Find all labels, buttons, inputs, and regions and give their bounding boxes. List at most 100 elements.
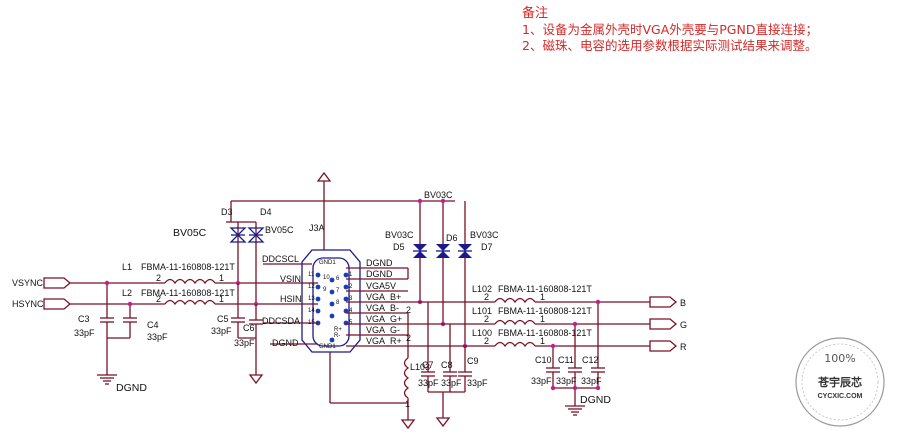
- ref-c8: C8: [441, 360, 453, 370]
- port-hsync: [43, 298, 72, 310]
- l1-pin2: 2: [156, 273, 161, 283]
- port-b: [649, 296, 678, 308]
- svg-text:11: 11: [308, 272, 315, 278]
- net-vga5v: VGA5V: [366, 281, 396, 291]
- pin-2-right-b: 2: [406, 333, 411, 343]
- label-r: R: [680, 342, 687, 352]
- ref-c9: C9: [467, 356, 479, 366]
- svg-text:2: 2: [484, 292, 489, 302]
- ref-d6: D6: [446, 233, 458, 243]
- part-l100: FBMA-11-160808-121T: [498, 328, 592, 338]
- ref-j3a: J3A: [309, 223, 325, 233]
- svg-text:CYCXIC.COM: CYCXIC.COM: [818, 393, 863, 400]
- svg-text:苍宇辰芯: 苍宇辰芯: [817, 375, 862, 389]
- net-vga-g-minus: VGA_G-: [366, 325, 400, 335]
- ref-l1: L1: [122, 262, 132, 272]
- val-c7: 33pF: [418, 378, 439, 388]
- svg-text:7: 7: [336, 288, 340, 294]
- ref-d5: D5: [393, 242, 405, 252]
- net-vsin: VSIN: [280, 274, 301, 284]
- svg-text:1: 1: [349, 272, 353, 278]
- val-c11: 33pF: [556, 376, 577, 386]
- gnd-label-left: DGND: [116, 382, 147, 394]
- part-d5: BV03C: [385, 230, 414, 240]
- part-d4: BV05C: [265, 225, 294, 235]
- svg-text:10: 10: [323, 275, 330, 281]
- ref-l2: L2: [122, 288, 132, 298]
- label-vsync: VSYNC: [12, 278, 44, 288]
- part-d3: BV05C: [173, 227, 207, 239]
- watermark-seal: 100% 苍宇辰芯 CYCXIC.COM: [795, 337, 885, 427]
- net-dgnd-r2: DGND: [366, 269, 393, 279]
- svg-text:2: 2: [484, 336, 489, 346]
- design-note: 备注 1、设备为金属外壳时VGA外壳要与PGND直接连接； 2、磁珠、电容的选用…: [522, 6, 818, 54]
- part-d7: BV03C: [470, 230, 499, 240]
- vga-connector-body: [301, 249, 361, 353]
- net-vga-r-plus: VGA_R+: [366, 336, 402, 346]
- svg-text:R+: R+: [334, 327, 342, 333]
- val-c10: 33pF: [531, 376, 552, 386]
- val-c8: 33pF: [441, 378, 462, 388]
- val-c12: 33pF: [581, 376, 602, 386]
- part-l102: FBMA-11-160808-121T: [498, 284, 592, 294]
- pgnd-symbol-l103: [400, 419, 416, 430]
- net-vga-b-plus: VGA_B+: [366, 292, 401, 302]
- svg-text:14: 14: [308, 308, 315, 314]
- net-ddcscl: DDCSCL: [262, 254, 299, 264]
- val-c4: 33pF: [147, 332, 168, 342]
- bead-l100: [494, 341, 536, 348]
- label-g: G: [680, 320, 687, 330]
- ref-l100: L100: [472, 328, 492, 338]
- svg-text:1: 1: [540, 292, 545, 302]
- port-r: [649, 340, 678, 352]
- l1-pin1: 1: [219, 273, 224, 283]
- net-ddcsda: DDCSDA: [262, 316, 300, 326]
- svg-text:1: 1: [540, 336, 545, 346]
- part-l2: FBMA-11-160808-121T: [141, 288, 235, 298]
- val-c9: 33pF: [467, 378, 488, 388]
- l2-pin2: 2: [156, 294, 161, 304]
- connector-pins: [315, 272, 349, 343]
- bead-l102: [494, 297, 536, 304]
- val-c3: 33pF: [74, 328, 95, 338]
- l103-pin1: 1: [405, 399, 410, 409]
- part-l1: FBMA-11-160808-121T: [141, 262, 235, 272]
- val-c5: 33pF: [211, 326, 232, 336]
- ref-c5: C5: [217, 314, 229, 324]
- svg-text:9: 9: [323, 287, 327, 293]
- bead-l2: [164, 299, 216, 306]
- ref-c7: C7: [422, 360, 434, 370]
- pin-2-right: 2: [406, 305, 411, 315]
- bead-l1: [164, 278, 216, 285]
- pgnd-symbol-c6: [248, 374, 264, 385]
- svg-text:2: 2: [349, 284, 353, 290]
- port-vsync: [43, 277, 72, 289]
- label-hsync: HSYNC: [12, 299, 44, 309]
- note-line-1: 1、设备为金属外壳时VGA外壳要与PGND直接连接；: [522, 22, 818, 37]
- l2-pin1: 1: [219, 294, 224, 304]
- ref-c12: C12: [582, 355, 599, 365]
- ref-l101: L101: [472, 306, 492, 316]
- ref-l103: L103: [410, 362, 430, 372]
- label-b: B: [680, 298, 686, 308]
- svg-text:12: 12: [308, 284, 315, 290]
- ref-d3: D3: [221, 207, 233, 217]
- net-hsin: HSIN: [280, 294, 302, 304]
- ref-c6: C6: [243, 323, 255, 333]
- pgnd-symbol-rgb: [435, 417, 451, 428]
- bead-l103: [403, 357, 410, 399]
- port-g: [649, 318, 678, 330]
- svg-text:8: 8: [336, 300, 340, 306]
- svg-text:2: 2: [484, 314, 489, 324]
- ref-c10: C10: [535, 355, 552, 365]
- svg-text:100%: 100%: [824, 352, 855, 365]
- svg-text:13: 13: [308, 296, 315, 302]
- net-vga-g-plus: VGA_G+: [366, 314, 402, 324]
- net-dgnd-r1: DGND: [366, 258, 393, 268]
- net-dgnd-left: DGND: [272, 338, 299, 348]
- svg-text:R-: R-: [334, 333, 340, 339]
- part-d6: BV03C: [424, 190, 453, 200]
- part-l101: FBMA-11-160808-121T: [498, 306, 592, 316]
- ref-d4: D4: [260, 207, 272, 217]
